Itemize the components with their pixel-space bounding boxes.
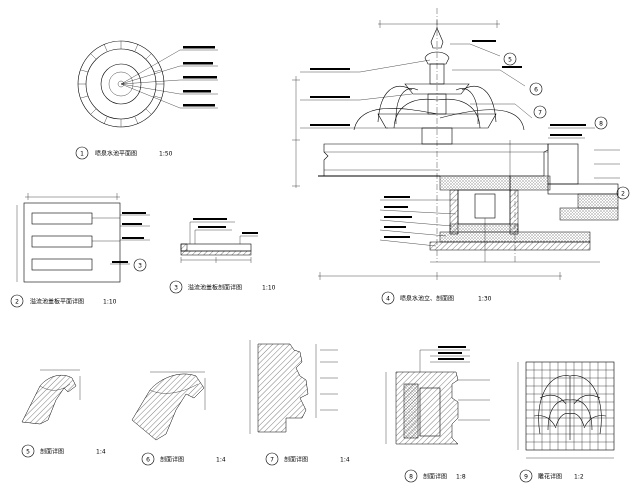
detail-8-number: 8 <box>409 474 413 481</box>
detail-6-title: 剖面详图 <box>160 456 184 464</box>
detail-8-number-bubble <box>404 469 418 483</box>
detail-2-scale: 1:10 <box>103 299 117 306</box>
detail-2-title: 溢流池盖板平面详图 <box>30 298 84 306</box>
detail-9-title: 雕花详图 <box>538 473 562 481</box>
detail-5-number-bubble <box>21 444 35 458</box>
detail-7-title: 剖面详图 <box>284 456 308 464</box>
callout-2-number: 2 <box>621 191 625 198</box>
detail-7-section: 7 剖面详图 1:4 <box>249 340 350 466</box>
detail-5-title: 剖面详图 <box>40 448 64 456</box>
detail-4-number-bubble <box>381 291 395 305</box>
callout-6-bubble <box>529 82 543 96</box>
detail-5-number: 5 <box>26 449 30 456</box>
callout-7-number: 7 <box>538 110 542 117</box>
detail-5-scale: 1:4 <box>96 449 106 456</box>
detail-7-number: 7 <box>270 457 274 464</box>
callout-8-number: 8 <box>599 121 603 128</box>
detail-1-plan: 1 喷泉水池平面图 1:50 <box>75 40 218 160</box>
detail-6-number-bubble <box>141 452 155 466</box>
callout-5-bubble <box>503 52 517 66</box>
detail-1-scale: 1:50 <box>159 151 173 158</box>
detail-9-number: 9 <box>524 474 528 481</box>
detail-4-scale: 1:30 <box>478 296 492 303</box>
detail-4-elevation-section: 5 6 7 8 2 4 喷泉水池立、剖面图 1:30 <box>292 8 630 305</box>
detail-3-scale: 1:10 <box>262 285 276 292</box>
detail-4-number: 4 <box>386 296 390 303</box>
detail-3-title: 溢流池盖板剖面详图 <box>188 284 242 292</box>
detail-1-number: 1 <box>80 151 84 158</box>
detail-6-section: 6 剖面详图 1:4 <box>131 371 226 466</box>
detail-3-number: 3 <box>174 285 178 292</box>
callout-3-number: 3 <box>138 263 142 270</box>
detail-3-number-bubble <box>169 280 183 294</box>
detail-1-title: 喷泉水池平面图 <box>95 150 137 158</box>
detail-7-number-bubble <box>265 452 279 466</box>
detail-8-scale: 1:8 <box>456 474 466 481</box>
detail-2-cover-plan: 3 2 溢流池盖板平面详图 1:10 <box>10 193 150 308</box>
detail-9-carving: 9 雕花详图 1:2 <box>517 361 615 483</box>
detail-3-cover-section: 3 溢流池盖板剖面详图 1:10 <box>169 218 276 294</box>
detail-5-section: 5 剖面详图 1:4 <box>21 369 106 458</box>
detail-9-number-bubble <box>519 469 533 483</box>
callout-3-bubble <box>133 258 147 272</box>
detail-7-scale: 1:4 <box>340 457 350 464</box>
detail-8-section: 8 剖面详图 1:8 <box>385 346 490 483</box>
callout-2-bubble <box>616 186 630 200</box>
detail-6-scale: 1:4 <box>216 457 226 464</box>
detail-2-number: 2 <box>15 299 19 306</box>
detail-8-title: 剖面详图 <box>423 473 447 481</box>
detail-6-number: 6 <box>146 457 150 464</box>
detail-2-number-bubble <box>10 294 24 308</box>
callout-6-number: 6 <box>534 87 538 94</box>
callout-5-number: 5 <box>508 57 512 64</box>
detail-9-scale: 1:2 <box>574 474 584 481</box>
callout-8-bubble <box>594 116 608 130</box>
detail-4-title: 喷泉水池立、剖面图 <box>400 295 454 303</box>
detail-1-number-bubble <box>75 146 89 160</box>
callout-7-bubble <box>533 105 547 119</box>
